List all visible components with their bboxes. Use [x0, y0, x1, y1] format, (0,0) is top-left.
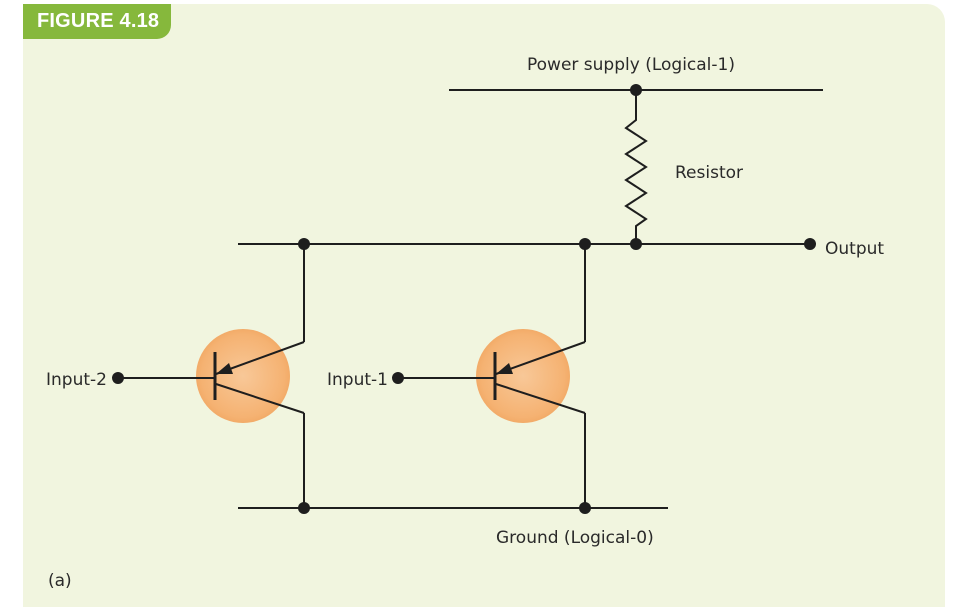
transistor-1-body — [476, 329, 570, 423]
transistor-2-arrowhead — [216, 363, 233, 374]
input-1-label: Input-1 — [327, 370, 388, 390]
transistor-2-emitter-lead — [215, 383, 305, 414]
input-2-terminal — [112, 372, 124, 384]
ground-label: Ground (Logical-0) — [496, 528, 654, 548]
transistor-1-emitter-lead — [495, 383, 586, 414]
transistor-2-body — [196, 329, 290, 423]
transistor-1 — [392, 244, 586, 508]
input-1-terminal — [392, 372, 404, 384]
figure-panel — [23, 4, 945, 607]
subfigure-label: (a) — [48, 571, 72, 591]
resistor-output-node — [630, 238, 642, 250]
resistor-zigzag — [624, 90, 648, 244]
output-terminal — [804, 238, 816, 250]
transistor-2 — [112, 244, 305, 508]
output-label: Output — [825, 239, 884, 259]
figure-number-label: FIGURE 4.18 — [23, 4, 172, 39]
input-2-label: Input-2 — [46, 370, 107, 390]
power-supply-label: Power supply (Logical-1) — [527, 55, 735, 75]
transistor-1-arrowhead — [496, 363, 513, 374]
resistor-label: Resistor — [675, 163, 743, 183]
